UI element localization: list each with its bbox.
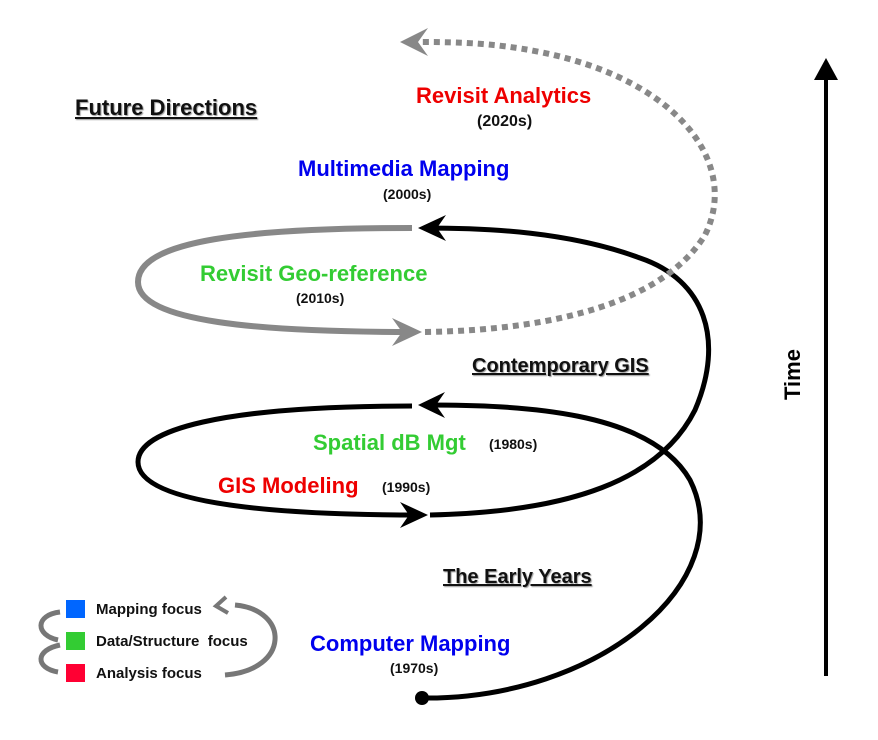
legend-swatch-analysis — [66, 664, 85, 682]
legend-swatch-data — [66, 632, 85, 650]
spiral-segment-georef — [134, 225, 422, 346]
spiral-segment-contemporary — [418, 215, 712, 518]
legend-swatch-mapping — [66, 600, 85, 618]
stage-computer-mapping: Computer Mapping — [310, 631, 511, 656]
section-contemporary-gis: Contemporary GIS — [472, 355, 649, 377]
spiral-segment-loop1 — [135, 403, 428, 528]
stage-spatial-db: Spatial dB Mgt — [313, 430, 466, 455]
section-early-years: The Early Years — [443, 566, 592, 588]
time-arrow — [814, 58, 838, 676]
stage-period: (1990s) — [382, 479, 431, 495]
stage-gis-modeling: GIS Modeling — [218, 473, 359, 498]
spiral-segment-early — [415, 392, 703, 705]
stage-period: (1980s) — [489, 436, 538, 452]
stage-period: (2020s) — [477, 113, 533, 130]
legend-label: Data/Structure focus — [96, 633, 248, 650]
page-title: Future Directions — [75, 95, 258, 120]
stage-period: (1970s) — [390, 660, 439, 676]
legend-cycle-arrows — [38, 595, 278, 678]
spiral-segment-future-dotted — [400, 28, 718, 335]
stage-revisit-georeference: Revisit Geo-reference — [200, 261, 428, 286]
stage-revisit-analytics: Revisit Analytics — [416, 83, 592, 108]
time-axis-label: Time — [780, 349, 805, 400]
legend-label: Analysis focus — [96, 665, 202, 682]
stage-multimedia-mapping: Multimedia Mapping — [298, 156, 510, 181]
stage-period: (2000s) — [383, 186, 432, 202]
stage-period: (2010s) — [296, 290, 345, 306]
legend-label: Mapping focus — [96, 601, 202, 618]
